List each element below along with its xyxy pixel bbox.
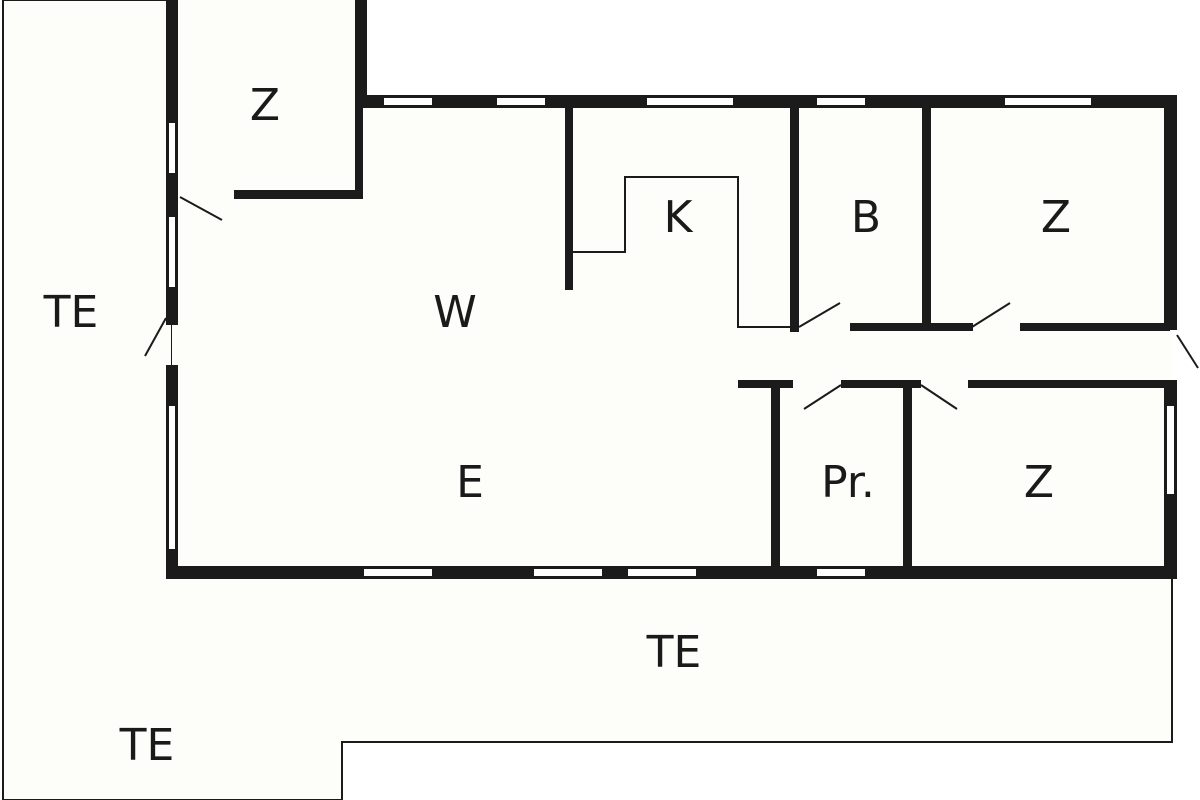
interior-floor: [172, 0, 1172, 578]
room-label-e: E: [456, 457, 484, 508]
windows: [167, 96, 1176, 578]
room-label-w: W: [433, 287, 477, 338]
doors: [144, 196, 1199, 410]
kitchen-counter: [570, 176, 793, 328]
room-label-te-bottom: TE: [646, 627, 702, 678]
room-label-k: K: [664, 192, 694, 243]
room-label-pr: Pr.: [821, 457, 875, 508]
room-label-b: B: [851, 192, 881, 243]
room-label-z-right: Z: [1041, 192, 1071, 243]
room-label-te-left: TE: [43, 287, 99, 338]
room-label-te-corner: TE: [119, 720, 175, 771]
room-label-z-top: Z: [250, 80, 280, 131]
room-label-z-bottom: Z: [1024, 457, 1054, 508]
